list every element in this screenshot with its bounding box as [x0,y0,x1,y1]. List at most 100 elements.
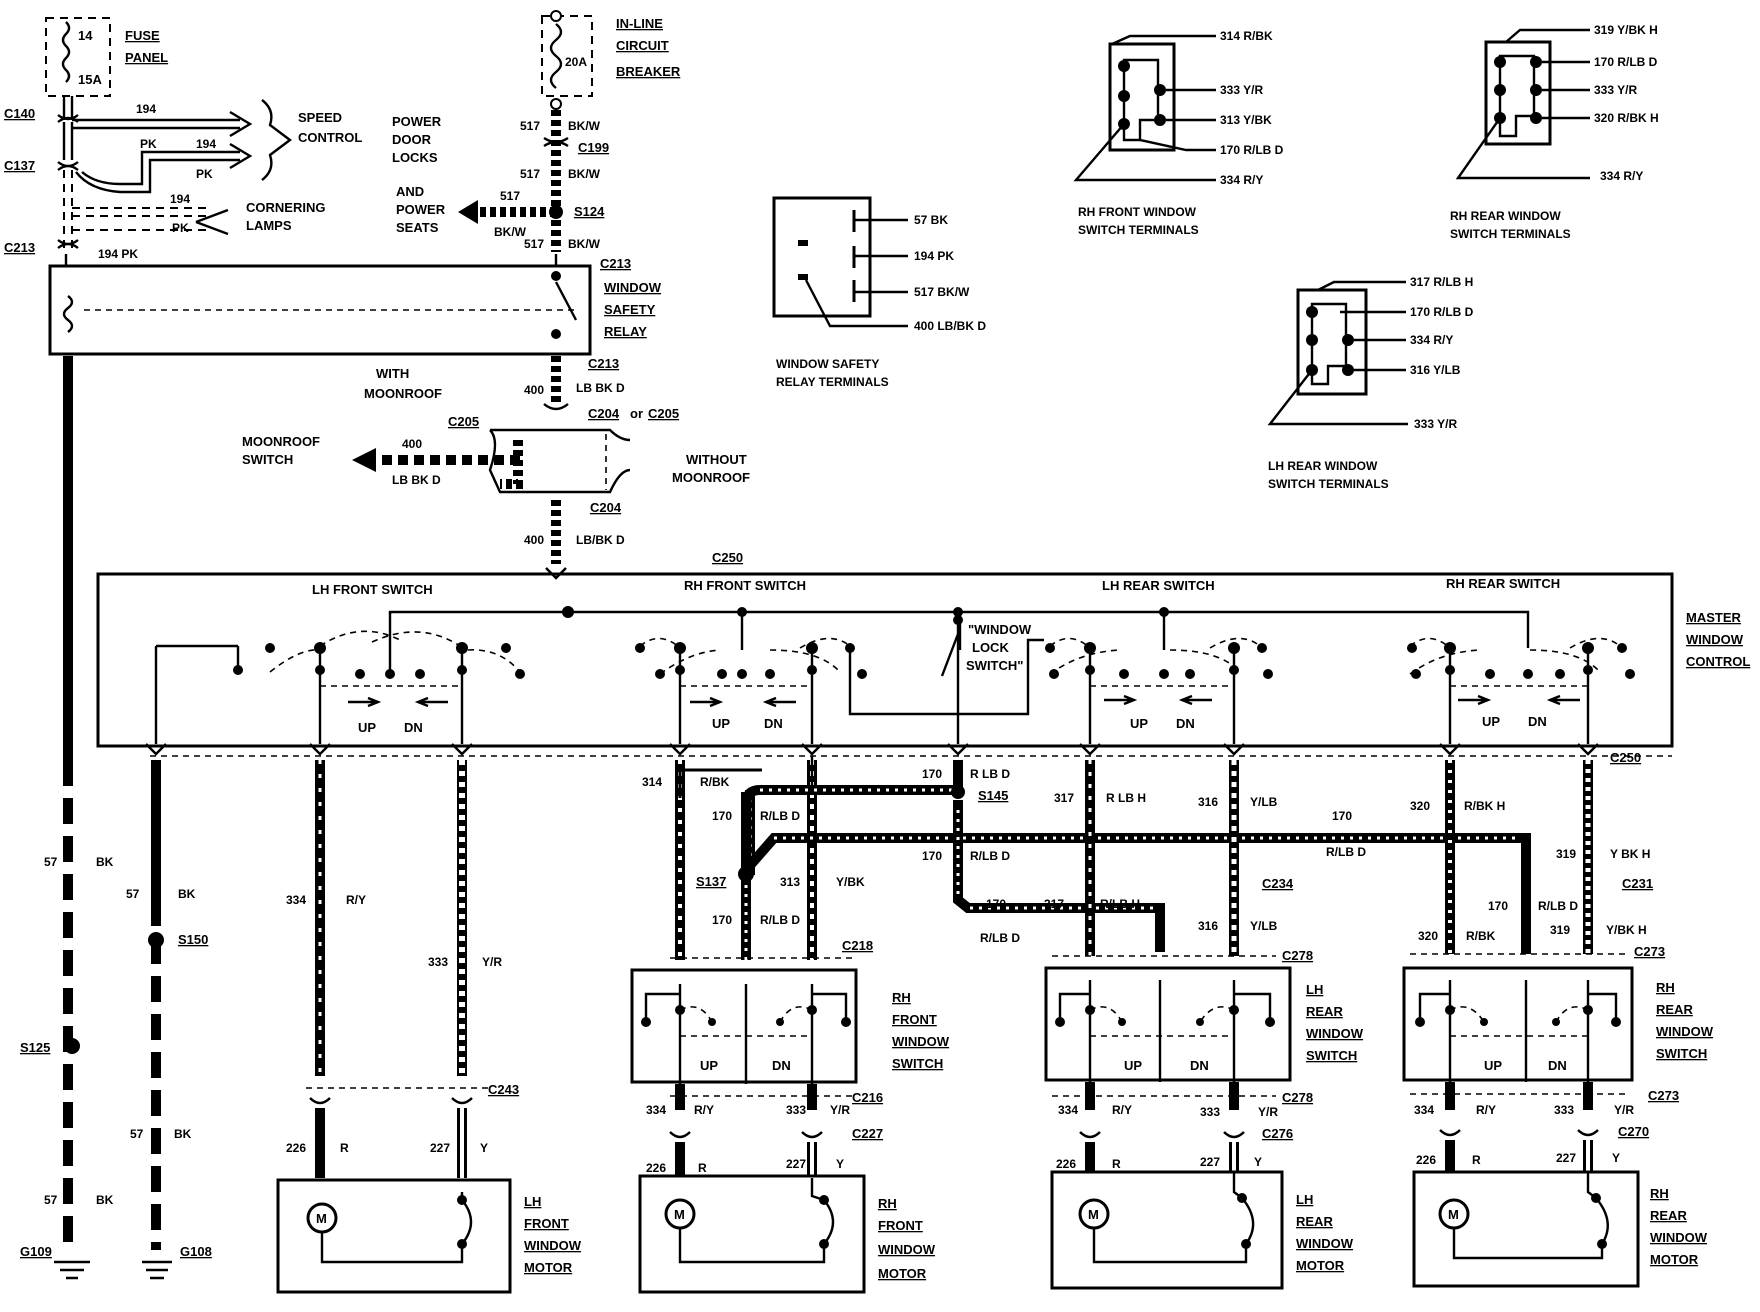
lhrear-terminals-title-1: LH REAR WINDOW [1268,459,1378,473]
window-safety-relay-terminals: 57 BK 194 PK 517 BK/W 400 LB/BK D WINDOW… [772,196,986,389]
breaker-title-1: IN-LINE [616,16,663,31]
wire-ybk-label: Y/BK [836,875,865,889]
wire-ry-label: R/Y [1476,1103,1496,1117]
wire-y-label: Y [480,1141,488,1155]
wire-170-label: 170 [1332,809,1352,823]
lhrm-label-3: WINDOW [1296,1236,1354,1251]
rhf-up-label: UP [712,716,730,731]
rhfront-terminal-2: 333 Y/R [1220,83,1263,97]
connector-c218: C218 [842,938,873,953]
connector-c213-left: C213 [4,240,35,255]
wire-rlbd-label: R/LB D [1326,845,1366,859]
wire-bk-label: BK [178,887,196,901]
wire-400-label: 400 [524,383,544,397]
motor-m: M [1448,1207,1459,1222]
connector-c273-b: C273 [1648,1088,1679,1103]
power-door-locks-1: POWER [392,114,442,129]
wire-r-label: R [1472,1153,1481,1167]
wire-317-label: 317 [1044,897,1064,911]
rhrws-label-2: REAR [1656,1002,1693,1017]
master-label-1: MASTER [1686,610,1742,625]
rh-front-window-motor: M RH FRONT WINDOW MOTOR [638,1174,936,1294]
rhfm-label-4: MOTOR [878,1266,927,1281]
lh-dn-label: DN [404,720,423,735]
breaker-title-2: CIRCUIT [616,38,669,53]
rhfs-up-label: UP [700,1058,718,1073]
motor-m: M [316,1211,327,1226]
wire-ry-label: R/Y [694,1103,714,1117]
rhrear-terminal-4: 320 R/BK H [1594,111,1659,125]
connector-c140: C140 [4,106,35,121]
with-moonroof-2: MOONROOF [364,386,442,401]
lhrws-label-3: WINDOW [1306,1026,1364,1041]
lhrm-label-2: REAR [1296,1214,1333,1229]
wire-ylb-label: Y/LB [1250,919,1278,933]
wire-bkw-label: BK/W [494,225,527,239]
wire-334-label: 334 [1058,1103,1078,1117]
wire-319-label: 319 [1556,847,1576,861]
connector-c137: C137 [4,158,35,173]
rhrear-terminal-3: 333 Y/R [1594,83,1637,97]
wire-227-label: 227 [786,1157,806,1171]
lhr-dn-label: DN [1176,716,1195,731]
wire-170-label: 170 [712,913,732,927]
rhfront-terminal-4: 170 R/LB D [1220,143,1284,157]
wire-333-label: 333 [1554,1103,1574,1117]
wire-pk-label: PK [140,137,157,151]
connector-c243: C243 [488,1082,519,1097]
wire-226-label: 226 [286,1141,306,1155]
connector-c270: C270 [1618,1124,1649,1139]
connector-c213: C213 [600,256,631,271]
lhrws-label-1: LH [1306,982,1323,997]
wire-194-label: 194 [196,137,216,151]
wire-yr-label: Y/R [830,1103,850,1117]
wire-333-label: 333 [786,1103,806,1117]
lhrear-terminal-5: 333 Y/R [1414,417,1457,431]
rhfs-dn-label: DN [772,1058,791,1073]
wire-ybkh-label: Y BK H [1610,847,1650,861]
wire-r-label: R [1112,1157,1121,1171]
wire-bk-label: BK [96,855,114,869]
lhrear-terminal-1: 317 R/LB H [1410,275,1473,289]
power-seats-1: AND [396,184,424,199]
lhrs-up-label: UP [1124,1058,1142,1073]
wire-194pk-label: 194 PK [98,247,138,261]
rhrear-terminal-2: 170 R/LB D [1594,55,1658,69]
wire-rbk-label: R/BK [700,775,730,789]
wire-227-label: 227 [1556,1151,1576,1165]
wire-pk-label: PK [172,221,189,235]
motor-m: M [674,1207,685,1222]
rhrear-terminal-1: 319 Y/BK H [1594,23,1658,37]
fuse-number: 14 [78,28,93,43]
lhfm-label-1: LH [524,1194,541,1209]
wire-334-label: 334 [286,893,306,907]
wire-bk-label: BK [96,1193,114,1207]
connector-c199: C199 [578,140,609,155]
rhrs-up-label: UP [1484,1058,1502,1073]
rhrm-label-3: WINDOW [1650,1230,1708,1245]
wire-170-label: 170 [922,767,942,781]
wire-rlbd-label: R/LB D [760,913,800,927]
wire-170-label: 170 [712,809,732,823]
lhfm-label-4: MOTOR [524,1260,573,1275]
rh-front-switch-terminals: 314 R/BK 333 Y/R 313 Y/BK 170 R/LB D 334… [1073,29,1284,237]
power-seats-2: POWER [396,202,446,217]
wire-400-label: 400 [524,533,544,547]
wire-rbk-label: R/BK [1466,929,1496,943]
connector-c204-or: C204 [588,406,620,421]
connector-c250-top: C250 [712,550,743,565]
wire-57-label: 57 [44,1193,58,1207]
lh-rear-window-motor: M LH REAR WINDOW MOTOR [1050,1170,1354,1290]
wire-pk-label: PK [196,167,213,181]
wire-400-label: 400 [402,437,422,451]
wire-316-label: 316 [1198,919,1218,933]
wire-lbbkd-label: LB BK D [576,381,625,395]
lhrm-label-1: LH [1296,1192,1313,1207]
lh-up-label: UP [358,720,376,735]
cornering-lamps-1: CORNERING [246,200,325,215]
wire-rlbd-label: R LB D [970,767,1010,781]
master-label-3: CONTROL [1686,654,1750,669]
lock-switch-label-3: SWITCH" [966,658,1023,673]
in-line-circuit-breaker: 20A IN-LINE CIRCUIT BREAKER [541,10,681,110]
